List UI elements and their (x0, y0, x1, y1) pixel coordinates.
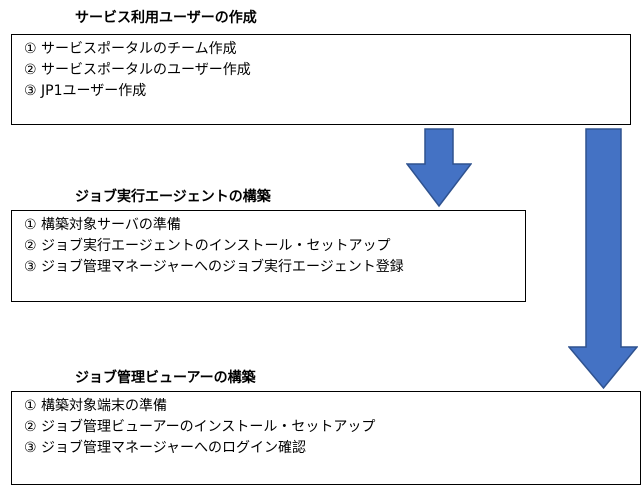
section-3-item-1: ① 構築対象端末の準備 (24, 398, 168, 414)
section-2-box: ① 構築対象サーバの準備 ② ジョブ実行エージェントのインストール・セットアップ… (11, 210, 526, 302)
long-down-arrow-shape (568, 128, 638, 390)
section-2-item-2: ② ジョブ実行エージェントのインストール・セットアップ (24, 238, 391, 254)
section-1-title: サービス利用ユーザーの作成 (75, 10, 257, 26)
long-down-arrow-icon (568, 128, 638, 390)
down-arrow-icon (406, 128, 472, 208)
section-2-item-3: ③ ジョブ管理マネージャーへのジョブ実行エージェント登録 (24, 259, 404, 275)
section-1-item-3: ③ JP1ユーザー作成 (24, 83, 147, 99)
section-1-box: ① サービスポータルのチーム作成 ② サービスポータルのユーザー作成 ③ JP1… (11, 34, 631, 125)
down-arrow-shape (406, 128, 472, 208)
section-1-item-1: ① サービスポータルのチーム作成 (24, 41, 237, 57)
section-3-item-2: ② ジョブ管理ビューアーのインストール・セットアップ (24, 419, 376, 435)
section-1-item-2: ② サービスポータルのユーザー作成 (24, 62, 251, 78)
section-3-item-3: ③ ジョブ管理マネージャーへのログイン確認 (24, 440, 307, 456)
section-3-title: ジョブ管理ビューアーの構築 (75, 370, 256, 386)
section-2-item-1: ① 構築対象サーバの準備 (24, 217, 181, 233)
section-2-title: ジョブ実行エージェントの構築 (75, 189, 271, 205)
section-3-box: ① 構築対象端末の準備 ② ジョブ管理ビューアーのインストール・セットアップ ③… (11, 391, 641, 485)
